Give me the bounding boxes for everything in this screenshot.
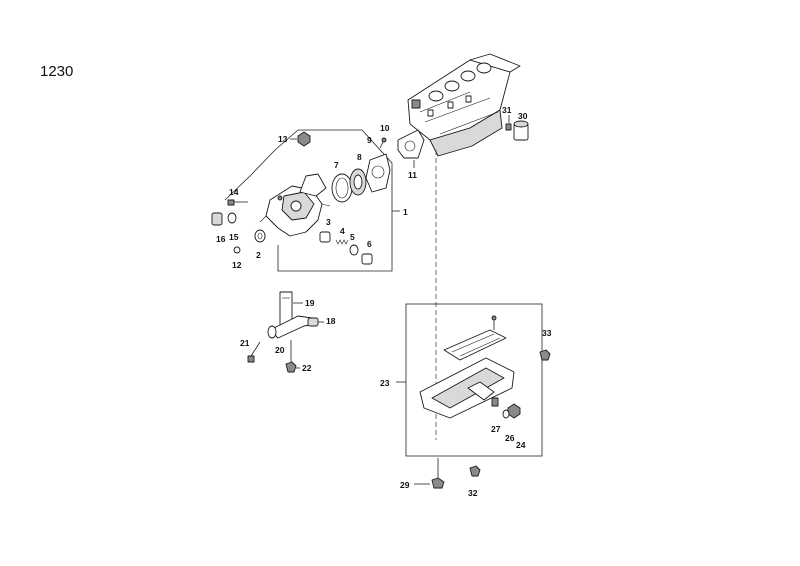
page-number: 1230	[40, 63, 73, 80]
part-18-strainer-pipe	[269, 315, 319, 339]
part-2-washer	[254, 229, 266, 243]
part-21-bolt	[247, 341, 261, 363]
part-4-spring	[335, 239, 349, 245]
oil-pump-group-outline	[224, 129, 400, 272]
callout-20: 20	[275, 345, 285, 355]
part-14-bolt	[227, 199, 248, 206]
callout-21: 21	[240, 338, 250, 348]
part-8-inner-rotor	[349, 168, 367, 196]
part-27-magnet	[491, 397, 499, 407]
part-13-bolt	[297, 131, 311, 147]
part-9-cover-plate	[365, 153, 391, 193]
callout-31: 31	[502, 105, 512, 115]
part-23-baffle-plate	[443, 315, 507, 361]
callout-3: 3	[326, 217, 331, 227]
oil-pump-housing	[259, 173, 331, 237]
part-29-bolt	[431, 458, 445, 489]
part-20-gasket	[267, 325, 277, 339]
callout-13: 13	[278, 134, 288, 144]
part-15-seal	[227, 212, 237, 224]
part-12-screw	[233, 246, 241, 254]
callout-11: 11	[408, 170, 417, 180]
callout-33: 33	[542, 328, 552, 338]
callout-15: 15	[229, 232, 239, 242]
part-31-filter-adapter	[505, 123, 512, 131]
part-30-oil-filter	[513, 120, 529, 141]
part-24-drain-plug	[507, 403, 521, 419]
callout-5: 5	[350, 232, 355, 242]
callout-16: 16	[216, 234, 226, 244]
callout-19: 19	[305, 298, 315, 308]
part-32-nut	[469, 465, 481, 477]
callout-8: 8	[357, 152, 362, 162]
callout-1: 1	[403, 207, 408, 217]
oil-pan-group-outline	[396, 303, 543, 457]
part-26-gasket	[502, 409, 510, 419]
part-7-outer-rotor	[331, 173, 353, 203]
callout-6: 6	[367, 239, 372, 249]
part-22-bolt	[285, 340, 297, 373]
callout-24: 24	[516, 440, 526, 450]
callout-9: 9	[367, 135, 372, 145]
part-6-plug	[361, 253, 373, 265]
callout-12: 12	[232, 260, 242, 270]
callout-10: 10	[380, 123, 390, 133]
callout-18: 18	[326, 316, 336, 326]
part-33-plug	[539, 349, 551, 361]
callout-14: 14	[229, 187, 239, 197]
callout-4: 4	[340, 226, 345, 236]
callout-22: 22	[302, 363, 312, 373]
part-10-screw	[379, 137, 387, 149]
callout-2: 2	[256, 250, 261, 260]
callout-7: 7	[334, 160, 339, 170]
callout-23: 23	[380, 378, 390, 388]
callout-30: 30	[518, 111, 528, 121]
callout-32: 32	[468, 488, 478, 498]
part-16-cap	[211, 212, 223, 226]
cylinder-block	[407, 53, 521, 157]
part-5-washer	[349, 244, 359, 256]
callout-29: 29	[400, 480, 410, 490]
part-11-gasket	[397, 129, 425, 168]
part-3-relief-plunger	[319, 231, 331, 243]
callout-27: 27	[491, 424, 501, 434]
callout-26: 26	[505, 433, 515, 443]
part-23-oil-pan	[419, 357, 515, 419]
